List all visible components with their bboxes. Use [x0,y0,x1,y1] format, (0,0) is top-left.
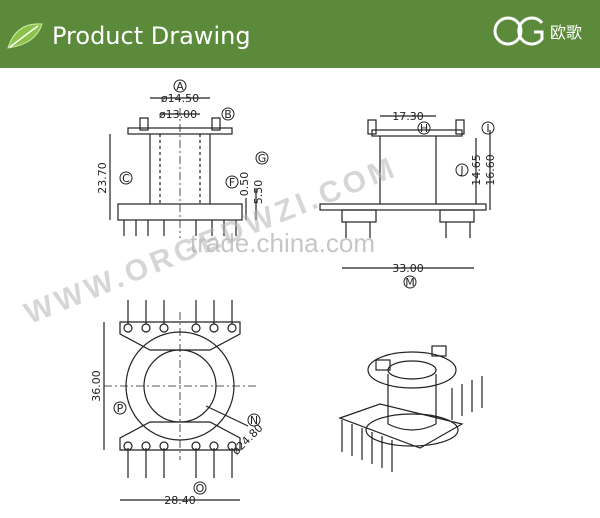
og-logo-icon [493,16,544,46]
header-bar: Product Drawing 欧歌 [0,0,600,68]
isometric-view [338,345,483,472]
label-h: H [420,122,428,135]
label-a: A [176,80,184,93]
front-view [109,97,257,238]
dim-17-30: 17.30 [392,110,424,123]
brand-logo: 欧歌 [492,14,582,48]
bottom-view [103,300,256,501]
dim-36-00: 36.00 [90,370,103,402]
label-i: I [486,122,489,135]
front-pins [123,220,237,236]
label-m: M [405,276,415,289]
dim-0-50: 0.50 [238,172,251,197]
dim-16-60: 16.60 [484,154,497,186]
label-n: N [250,414,258,427]
leaf-icon [7,23,43,49]
label-c: C [122,172,130,185]
dim-5-50: 5.50 [252,180,265,205]
dim-dia-13-00: ø13.00 [159,108,197,121]
side-view [319,115,491,269]
label-f: F [229,176,235,189]
label-p: P [117,402,124,415]
label-j: J [459,164,463,177]
bottom-top-pins [123,300,237,333]
dim-33-00: 33.00 [392,262,424,275]
iso-pins-left [341,420,393,472]
label-o: O [196,482,205,495]
technical-drawing: A ø14.50 ø13.00 B 23.70 C 0.50 5.50 F G … [90,79,497,507]
bottom-bottom-pins [123,441,237,478]
dim-14-65: 14.65 [470,154,483,186]
page-title: Product Drawing [52,22,251,50]
dim-dia-14-50: ø14.50 [161,92,199,105]
label-g: G [258,152,267,165]
label-b: B [224,108,232,121]
brand-name: 欧歌 [549,23,582,42]
dim-dia-24-80: ø24.80 [229,421,265,457]
iso-pins-right [451,376,483,420]
dim-23-70: 23.70 [96,162,109,194]
dim-28-40: 28.40 [164,494,196,507]
